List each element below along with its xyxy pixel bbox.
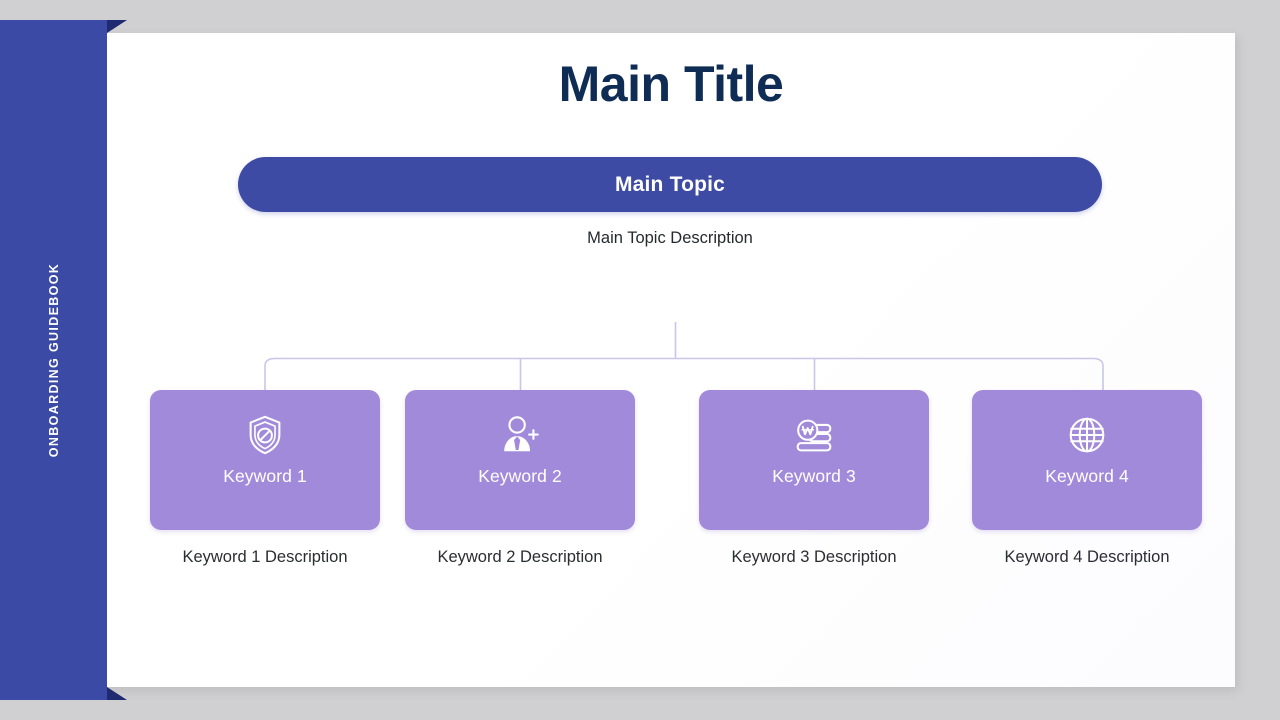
keyword-card-row: Keyword 1 Keyword 2 Keyword 3	[150, 390, 1202, 530]
shield-block-icon	[249, 415, 281, 455]
keyword-card-1-description: Keyword 1 Description	[182, 548, 348, 566]
slide-sheet	[107, 33, 1235, 687]
main-topic-label: Main Topic	[614, 172, 726, 196]
keyword-card-4[interactable]: Keyword 4	[972, 390, 1202, 530]
main-topic-description: Main Topic Description	[587, 229, 753, 247]
main-topic-pill[interactable]: Main Topic	[238, 157, 1102, 212]
page-title: Main Title	[558, 56, 784, 112]
won-coins-icon	[796, 419, 832, 452]
keyword-card-2-label: Keyword 2	[478, 466, 562, 486]
keyword-card-1[interactable]: Keyword 1	[150, 390, 380, 530]
keyword-card-4-label: Keyword 4	[1045, 466, 1129, 486]
keyword-card-1-label: Keyword 1	[223, 466, 307, 486]
keyword-card-2-description: Keyword 2 Description	[437, 548, 603, 566]
keyword-card-3[interactable]: Keyword 3	[699, 390, 929, 530]
ribbon-fold-top-icon	[107, 20, 127, 33]
keyword-card-3-label: Keyword 3	[772, 466, 856, 486]
keyword-card-2[interactable]: Keyword 2	[405, 390, 635, 530]
globe-icon	[1069, 417, 1105, 453]
ribbon-fold-bottom-icon	[107, 687, 127, 700]
add-user-icon	[504, 416, 539, 452]
keyword-card-3-description: Keyword 3 Description	[731, 548, 897, 566]
sidebar-ribbon-label: ONBOARDING GUIDEBOOK	[46, 262, 61, 458]
sidebar-ribbon: ONBOARDING GUIDEBOOK	[0, 20, 107, 700]
keyword-card-4-description: Keyword 4 Description	[1004, 548, 1170, 566]
